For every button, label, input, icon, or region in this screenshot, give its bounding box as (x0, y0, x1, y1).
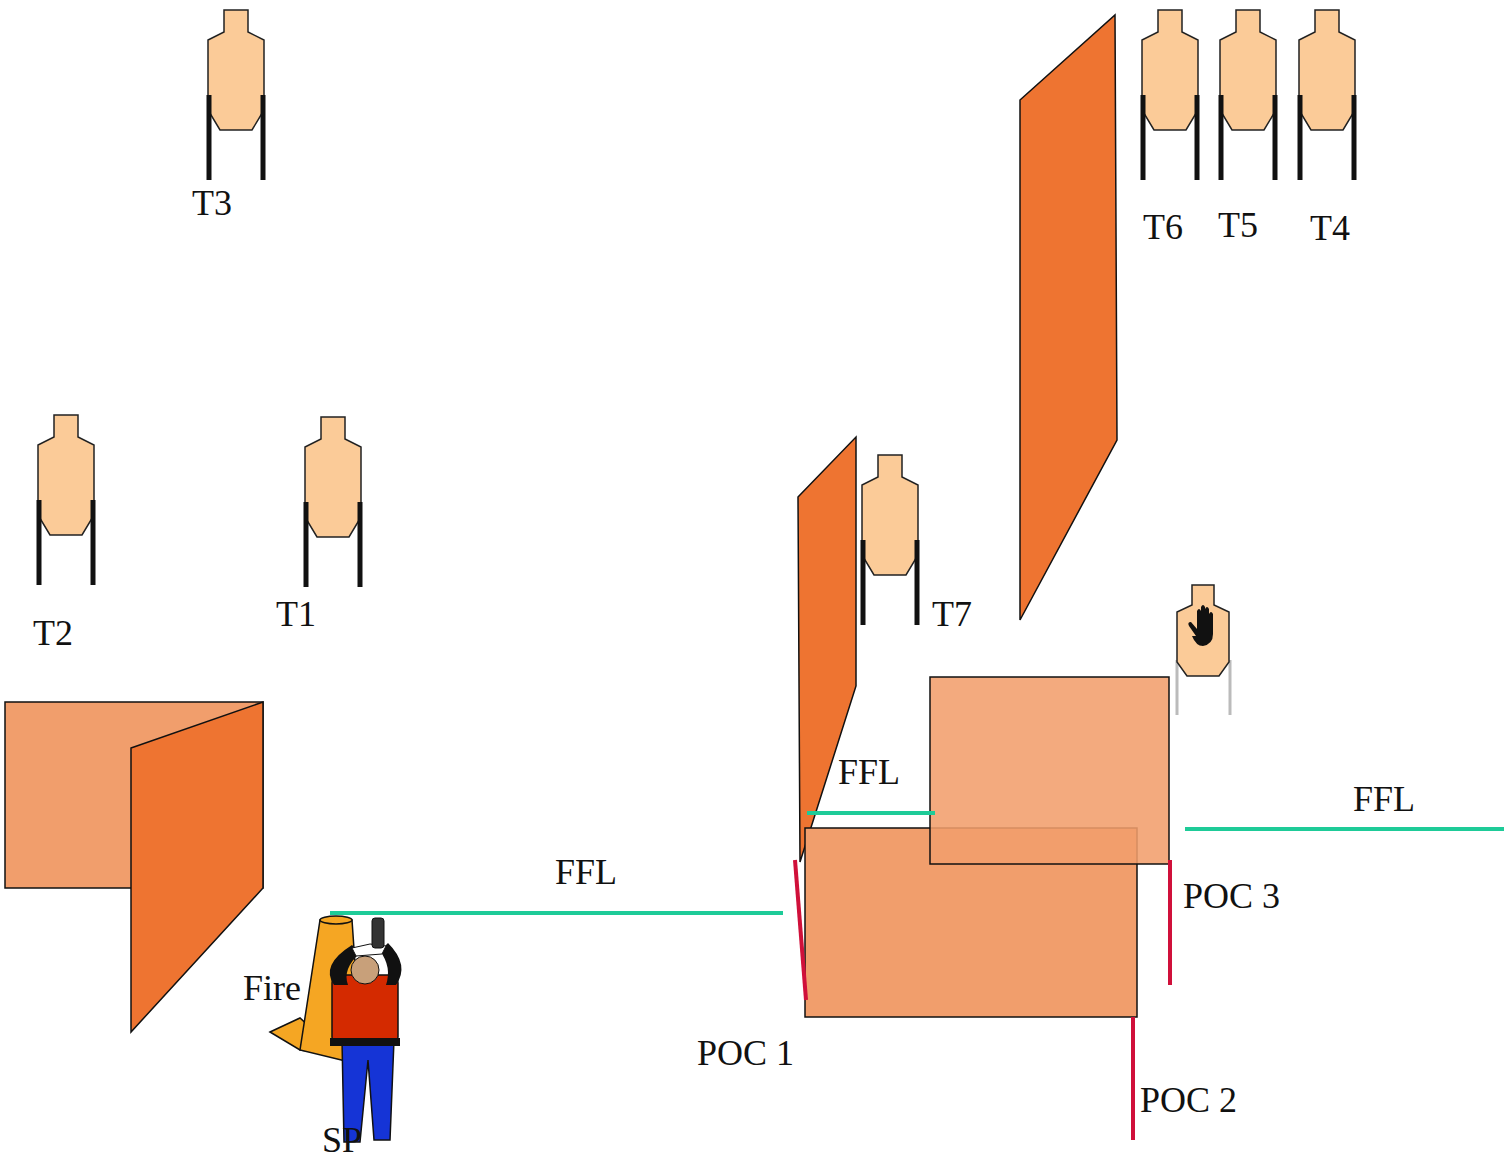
target-label: T1 (276, 596, 316, 632)
target-label: T2 (33, 615, 73, 651)
fault-line-label: FFL (555, 854, 617, 890)
target (305, 417, 361, 587)
target-label: T7 (932, 596, 972, 632)
target-label: T3 (192, 185, 232, 221)
cover-line (795, 860, 1170, 1140)
barricade (930, 677, 1169, 864)
cover-label: POC 2 (1140, 1082, 1237, 1118)
cover-label: POC 3 (1183, 878, 1280, 914)
target (1220, 10, 1276, 180)
no-shoot-target (1177, 585, 1230, 715)
fault-line-label: FFL (838, 754, 900, 790)
fault-line-label: FFL (1353, 781, 1415, 817)
target (208, 10, 264, 180)
shooter (330, 918, 402, 1142)
target-label: T5 (1218, 207, 1258, 243)
target-label: T6 (1143, 209, 1183, 245)
fault-line (330, 813, 1504, 913)
target-label: T4 (1310, 210, 1350, 246)
wall (798, 437, 856, 862)
target (38, 415, 94, 585)
target (1142, 10, 1198, 180)
target (862, 455, 918, 625)
start-position-label: SP (322, 1122, 362, 1158)
fire-label: Fire (243, 970, 301, 1006)
wall (1020, 15, 1117, 620)
cover-label: POC 1 (697, 1035, 794, 1071)
target (1299, 10, 1355, 180)
